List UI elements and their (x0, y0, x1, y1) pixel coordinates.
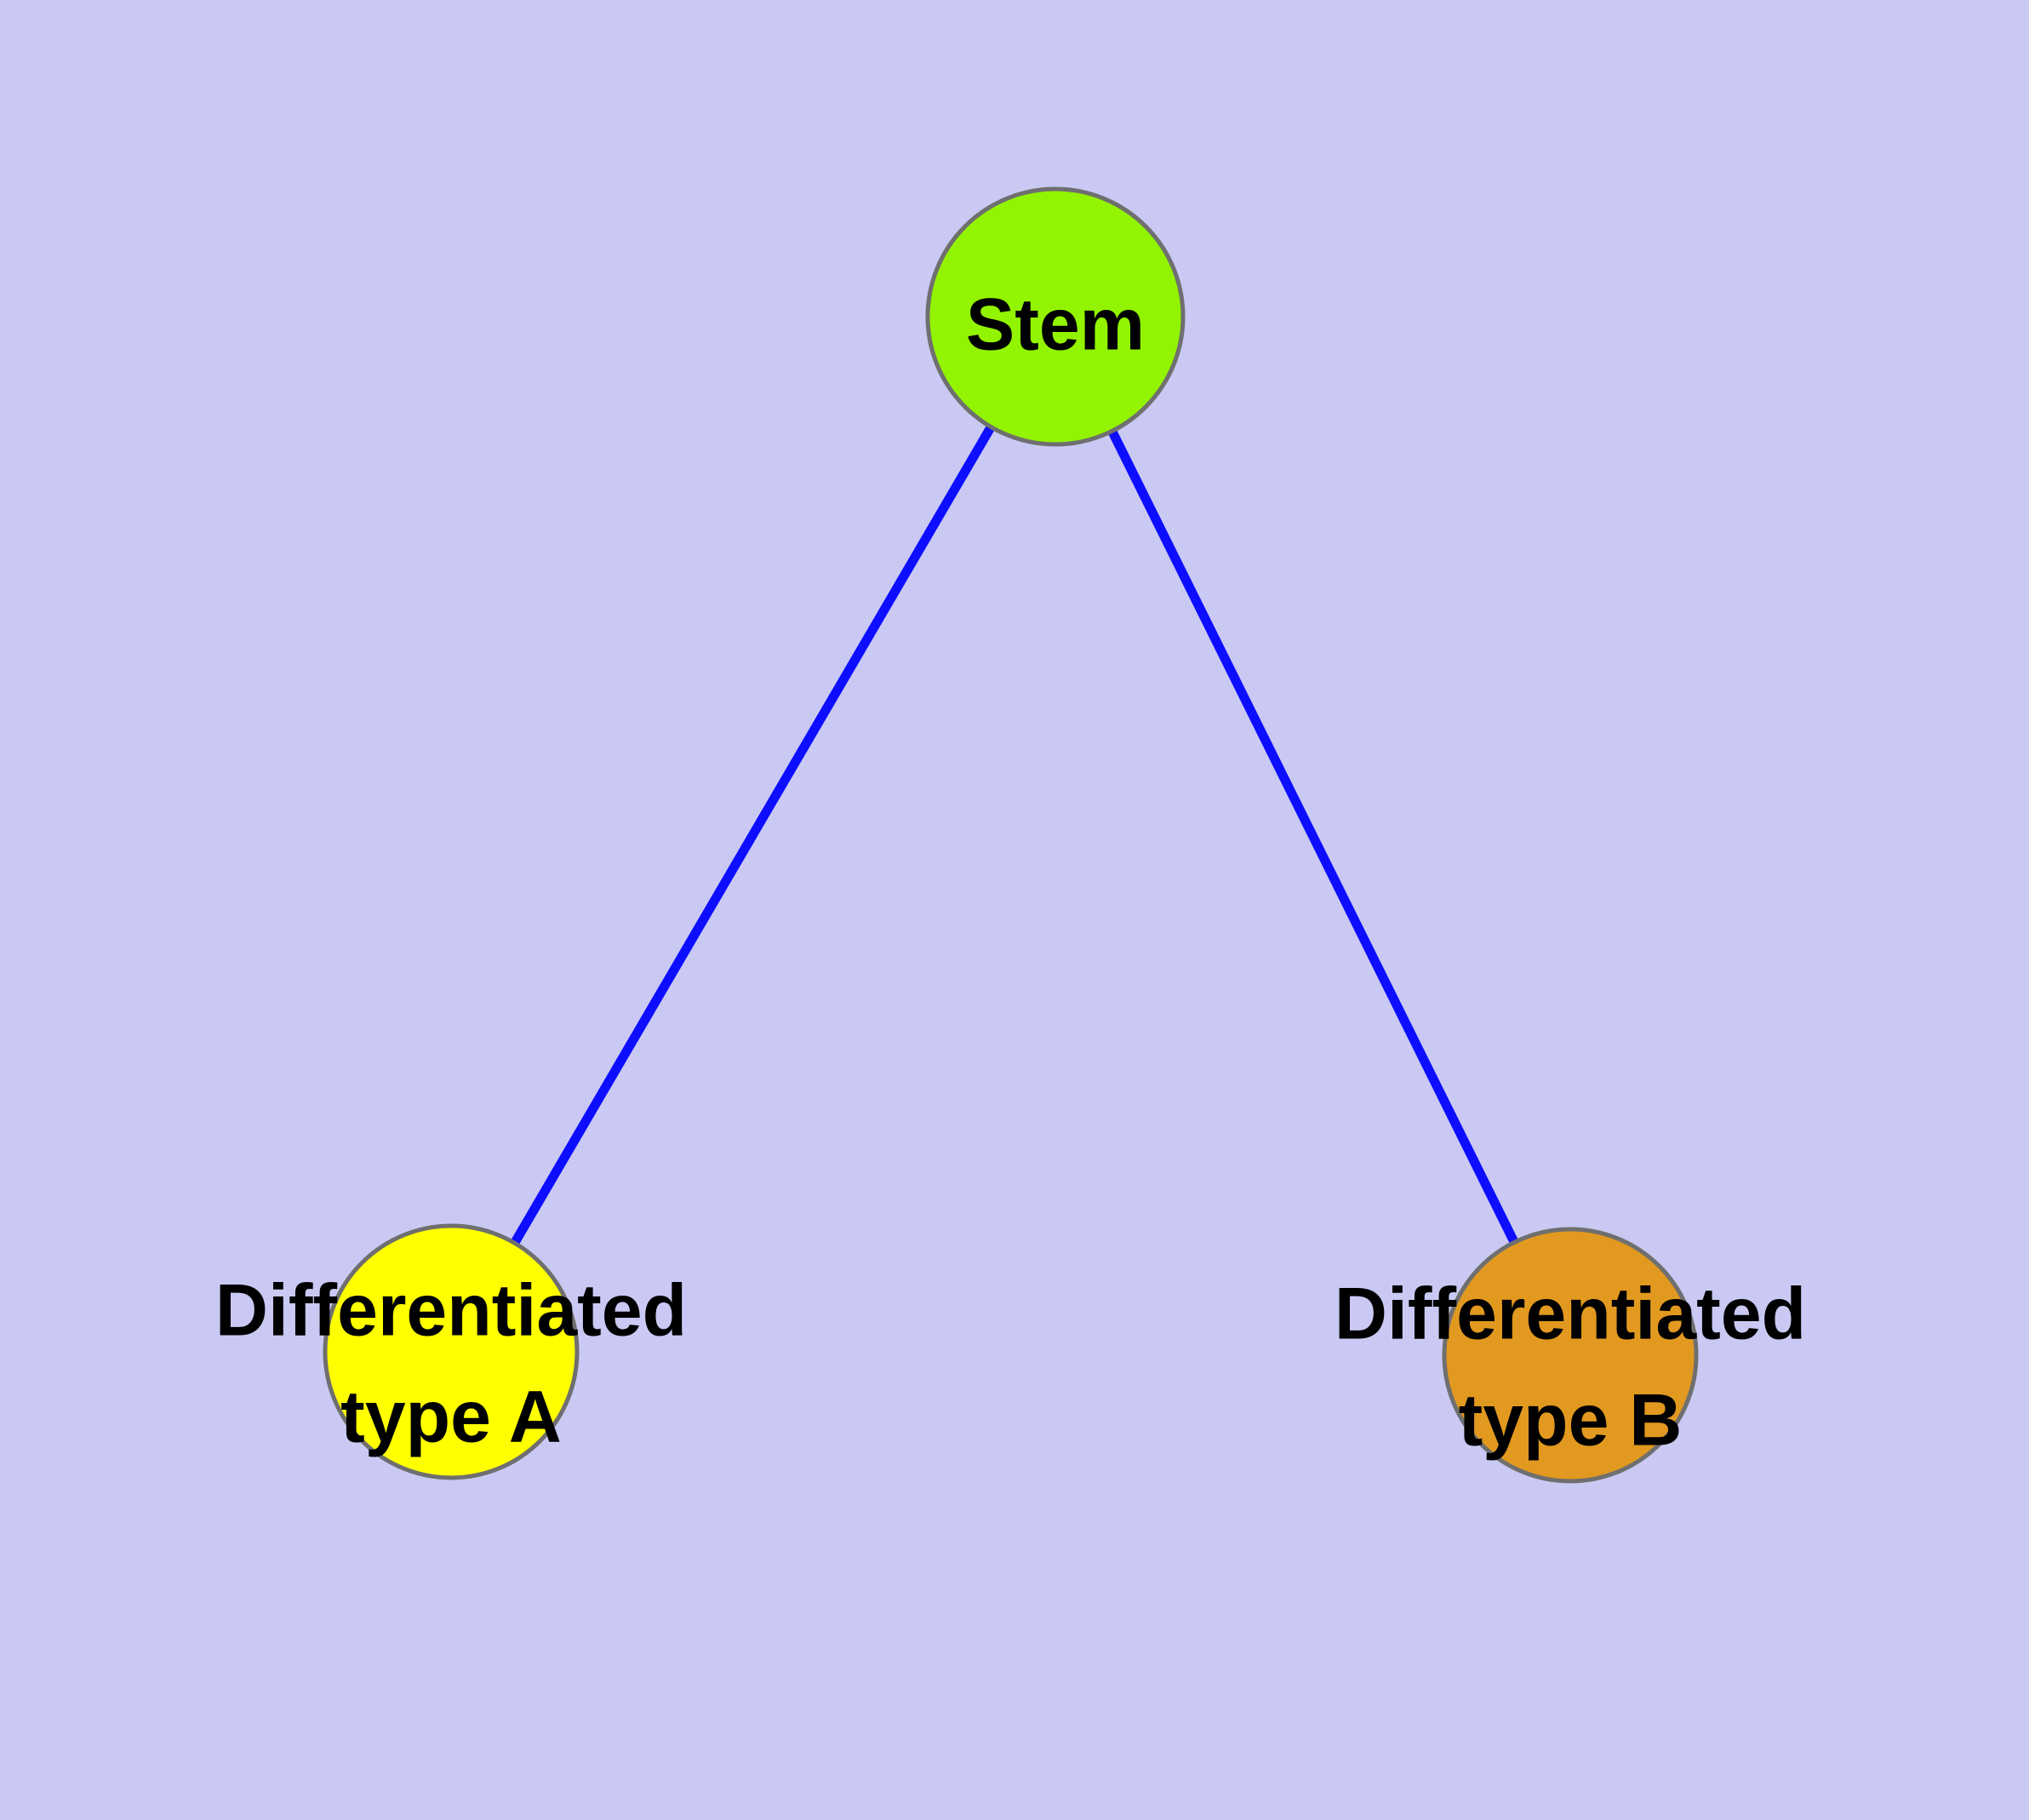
edge-stem-to-type-a (447, 314, 1060, 1354)
node-differentiated-type-a (323, 1223, 580, 1480)
node-differentiated-type-b (1442, 1227, 1699, 1484)
edge-stem-to-type-b (1051, 314, 1575, 1358)
node-stem (925, 186, 1186, 447)
